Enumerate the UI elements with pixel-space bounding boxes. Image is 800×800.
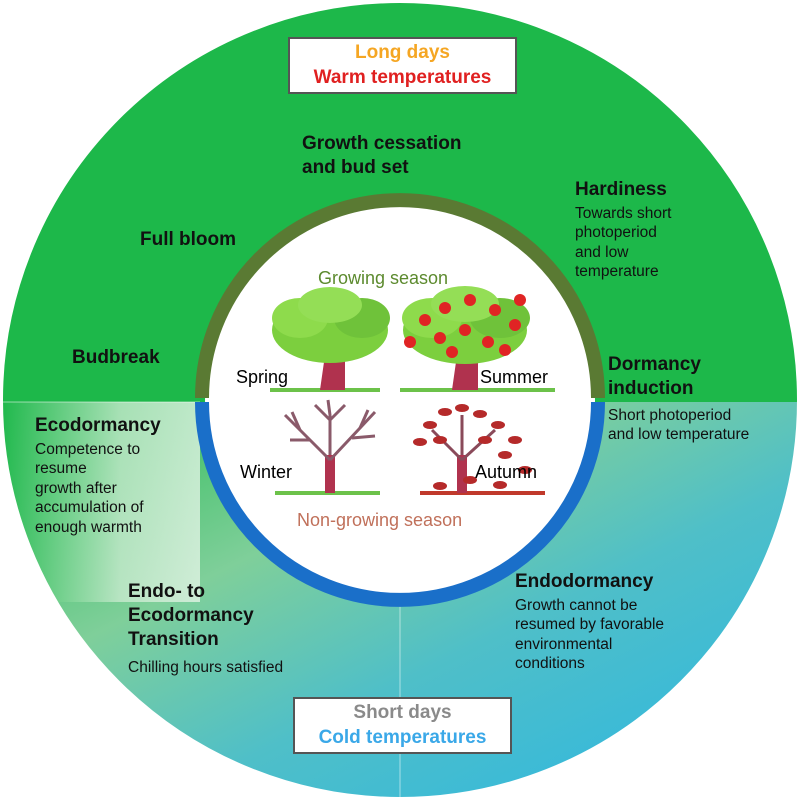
growing-season-arc bbox=[195, 193, 605, 399]
autumn-label: Autumn bbox=[475, 462, 538, 482]
spring-label: Spring bbox=[236, 367, 289, 387]
long-days-label: Long days bbox=[354, 42, 450, 63]
growth-cessation-label: Growth cessation and bud set bbox=[302, 133, 462, 178]
dormancy-induction-desc: Short photoperiod and low temperature bbox=[608, 407, 750, 444]
autumn-tree-icon bbox=[413, 404, 532, 493]
hardiness-title: Hardiness bbox=[575, 179, 667, 200]
transition-title: Endo- to Ecodormancy Transition bbox=[128, 581, 254, 650]
dormancy-induction-title: Dormancy induction bbox=[608, 354, 701, 399]
full-bloom-label: Full bloom bbox=[140, 229, 237, 250]
budbreak-label: Budbreak bbox=[72, 347, 160, 368]
spring-tree-icon bbox=[272, 287, 390, 390]
cold-temperatures-label: Cold temperatures bbox=[318, 726, 487, 748]
non-growing-season-label: Non-growing season bbox=[297, 510, 463, 530]
transition-desc: Chilling hours satisfied bbox=[128, 659, 284, 676]
hardiness-desc: Towards short photoperiod and low temper… bbox=[575, 205, 672, 281]
ecodormancy-desc: Competence to resume growth after accumu… bbox=[35, 441, 144, 536]
growing-season-label: Growing season bbox=[318, 268, 449, 288]
short-days-box: Short days Cold temperatures bbox=[293, 697, 512, 755]
winter-tree-icon bbox=[283, 399, 377, 493]
endodormancy-title: Endodormancy bbox=[515, 571, 654, 592]
ecodormancy-title: Ecodormancy bbox=[35, 415, 161, 436]
long-days-box: Long days Warm temperatures bbox=[288, 37, 517, 95]
short-days-label: Short days bbox=[353, 702, 452, 723]
summer-tree-icon bbox=[402, 286, 530, 390]
warm-temperatures-label: Warm temperatures bbox=[313, 66, 492, 88]
summer-label: Summer bbox=[480, 367, 549, 387]
non-growing-season-arc bbox=[195, 401, 605, 607]
winter-label: Winter bbox=[240, 462, 293, 482]
endodormancy-desc: Growth cannot be resumed by favorable en… bbox=[515, 597, 665, 673]
